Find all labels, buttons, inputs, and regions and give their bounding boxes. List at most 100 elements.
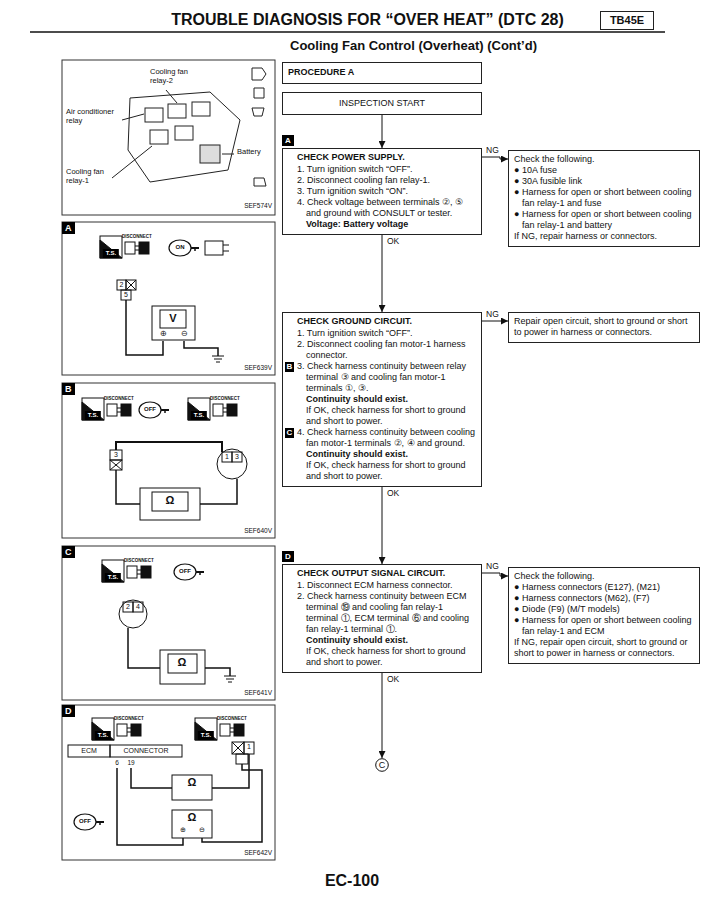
drawing-stroke <box>116 442 222 452</box>
drawing-stroke <box>172 775 212 800</box>
step-text: 1. Turn ignition switch “OFF”. <box>297 164 477 175</box>
drawing-stroke <box>126 280 136 290</box>
terminal-number: 3 <box>114 451 118 459</box>
figure-code: SEF639V <box>244 364 272 371</box>
edge-label: OK <box>386 489 400 498</box>
figure-marker: D <box>62 705 75 717</box>
box-text: Check the following. <box>514 571 695 582</box>
drawing-stroke <box>195 718 217 740</box>
bullet-text: ● 30A fusible link <box>514 176 695 187</box>
drawing-stroke <box>192 102 210 116</box>
drawing-stroke <box>160 650 205 684</box>
drawing-stroke <box>125 242 149 254</box>
icon-text: T.S. <box>105 573 121 582</box>
flow-connector <box>482 157 508 159</box>
drawing-stroke <box>222 452 232 462</box>
bullet-text: ● Harness connectors (E127), (M21) <box>514 582 695 593</box>
drawing-stroke <box>117 724 141 736</box>
step-text: 2. Disconnect cooling fan motor-1 harnes… <box>297 339 477 361</box>
spec-text: Continuity should exist. <box>297 449 477 460</box>
result-box: Check the following.● Harness connectors… <box>508 567 700 664</box>
result-box: Check the following.● 10A fuse● 30A fusi… <box>508 150 700 247</box>
drawing-stroke <box>123 602 133 612</box>
flow-connector <box>482 321 508 322</box>
terminal-number: 2 <box>120 281 124 289</box>
bullet-text: ● 10A fuse <box>514 165 695 176</box>
drawing-stroke <box>30 31 665 33</box>
figure-frames <box>62 60 275 860</box>
drawing-stroke <box>236 754 248 764</box>
drawing-stroke <box>217 449 247 479</box>
drawing-stroke <box>100 236 122 258</box>
terminal-number: 5 <box>124 291 128 299</box>
icon-text: ON <box>176 244 185 251</box>
figure-b-drawing <box>82 398 247 520</box>
figure-d-drawing <box>68 718 262 845</box>
drawing-stroke <box>110 450 122 460</box>
drawing-stroke <box>205 241 223 255</box>
title-rule <box>30 32 665 33</box>
drawing-stroke <box>168 654 197 673</box>
drawing-stroke <box>131 768 172 788</box>
drawing-stroke <box>62 383 275 538</box>
figure-code: SEF574V <box>244 202 272 209</box>
drawing-stroke <box>174 564 204 580</box>
result-box: Repair open circuit, short to ground or … <box>508 312 700 343</box>
drawing-stroke <box>224 676 236 682</box>
relay-box-sketch <box>112 68 266 186</box>
drawing-stroke <box>188 398 210 420</box>
drawing-stroke <box>110 745 182 757</box>
bullet-text: ● Diode (F9) (M/T models) <box>514 604 695 615</box>
icon-text: DISCONNECT <box>217 716 247 721</box>
note-text: If OK, check harness for short to ground… <box>297 405 477 427</box>
flow-connector <box>382 487 383 564</box>
part-label: Cooling fan relay-2 <box>150 68 202 85</box>
step-text: 2. Check harness continuity between ECM … <box>297 591 477 635</box>
drawing-stroke <box>212 356 224 362</box>
drawing-stroke <box>117 280 126 290</box>
drawing-stroke <box>232 452 242 462</box>
meter-symbol: Ω <box>188 776 197 789</box>
page-number: EC-100 <box>325 872 379 890</box>
drawing-stroke <box>175 126 193 140</box>
drawing-stroke <box>117 768 183 845</box>
heading: CHECK GROUND CIRCUIT. <box>297 316 477 327</box>
drawing-stroke <box>145 108 163 122</box>
polarity-mark: ⊖ <box>199 826 205 834</box>
flow-connector <box>382 115 383 148</box>
part-label: Cooling fan relay-1 <box>66 168 118 185</box>
figure-c-drawing <box>102 560 236 684</box>
spec-text: Voltage: Battery voltage <box>297 219 477 230</box>
drawing-stroke <box>82 398 104 420</box>
step-text: 4. Check voltage between terminals ②, ⑤ … <box>297 197 477 219</box>
heading: PROCEDURE A <box>288 67 476 78</box>
drawing-stroke <box>166 90 177 103</box>
figure-code: SEF640V <box>244 527 272 534</box>
drawing-stroke <box>169 240 199 256</box>
icon-text: OFF <box>79 818 91 825</box>
start-box: INSPECTION START <box>282 92 482 115</box>
step-text: 2. Disconnect cooling fan relay-1. <box>297 175 477 186</box>
terminal-number: 4 <box>136 603 140 611</box>
step-text: 1. Turn ignition switch “OFF”. <box>297 328 477 339</box>
flow-connector <box>382 673 383 758</box>
connector-name: ECM <box>81 747 97 755</box>
drawing-stroke <box>244 742 254 754</box>
icon-text: T.S. <box>198 731 214 740</box>
drawing-stroke <box>232 742 244 754</box>
process-box: CHECK OUTPUT SIGNAL CIRCUIT.1. Disconnec… <box>282 564 482 673</box>
drawing-stroke <box>200 479 237 504</box>
drawing-stroke <box>222 154 234 155</box>
icon-text: DISCONNECT <box>210 396 240 401</box>
drawing-stroke <box>116 470 140 504</box>
tag-box: TB45E <box>600 11 654 30</box>
box-text: C <box>375 758 389 772</box>
heading: CHECK OUTPUT SIGNAL CIRCUIT. <box>297 568 477 579</box>
figure-code: SEF642V <box>244 849 272 856</box>
step-text: 1. Disconnect ECM harness connector. <box>297 580 477 591</box>
icon-text: DISCONNECT <box>104 396 134 401</box>
box-text: Check the following. <box>514 154 695 165</box>
drawing-stroke <box>102 560 124 582</box>
drawing-stroke <box>184 341 218 356</box>
drawing-stroke <box>202 764 262 842</box>
